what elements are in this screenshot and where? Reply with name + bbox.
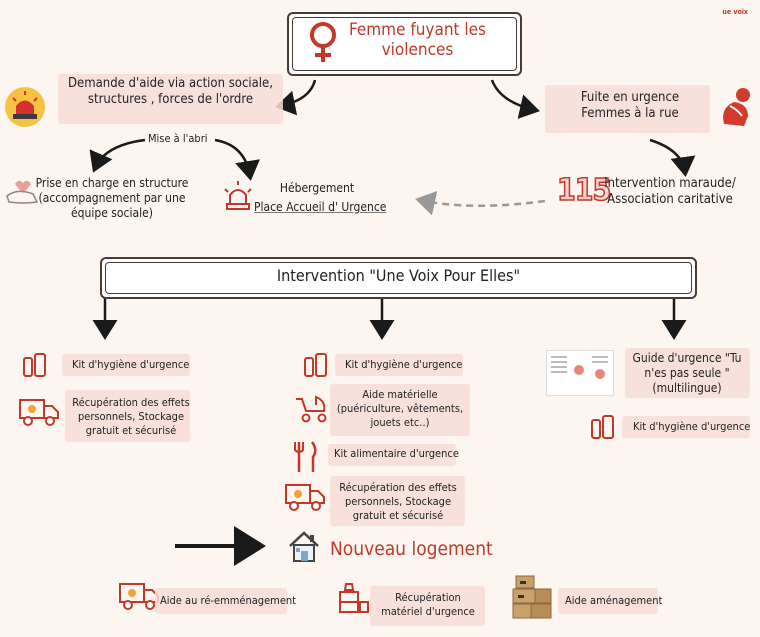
right-kit-wash: [622, 416, 750, 438]
delivery-truck-icon: [285, 484, 325, 511]
guide-brochure-icon: [546, 350, 614, 396]
center-materielle-text: Aide matérielle (puériculture, vêtements…: [336, 388, 464, 429]
number-115: 115: [556, 172, 612, 209]
stroller-icon: [296, 395, 327, 423]
brand-text: ue voix: [722, 8, 748, 16]
intervention-title: Intervention "Une Voix Pour Elles": [276, 266, 521, 285]
hygiene-kit-icon: [304, 353, 327, 377]
center-recup-text: Récupération des effets personnels, Stoc…: [339, 481, 457, 522]
flight-wash: [545, 85, 710, 133]
right-guide-text: Guide d'urgence "Tu n'es pas seule " (mu…: [632, 351, 742, 395]
left-kit-text: Kit d'hygiène d'urgence: [72, 358, 190, 371]
alarm-light-icon: [224, 181, 252, 210]
hebergement-text: Hébergement: [279, 181, 355, 195]
center-materielle-wash: [330, 384, 470, 436]
delivery-truck-icon: [119, 583, 159, 610]
bottom-amen-wash: [558, 588, 658, 614]
center-kit-text: Kit d'hygiène d'urgence: [345, 358, 463, 371]
center-kit-wash: [335, 354, 463, 376]
pau-text: Place Accueil d' Urgence: [254, 200, 387, 214]
right-guide-wash: [625, 348, 750, 398]
bottom-recup-text: Récupération matériel d'urgence: [381, 591, 475, 618]
logement-title: Nouveau logement: [330, 538, 493, 560]
house-icon: [289, 531, 319, 562]
intervention-frame: [100, 257, 697, 299]
left-kit-wash: [62, 354, 190, 376]
distressed-person-icon: [723, 88, 750, 126]
hygiene-kit-icon: [591, 415, 614, 439]
fork-knife-icon: [294, 441, 317, 472]
bottom-reem-text: Aide au ré-emménagement: [160, 594, 297, 607]
request-text: Demande d'aide via action sociale, struc…: [68, 76, 273, 107]
hygiene-kit-icon: [23, 353, 46, 377]
siren-icon: [5, 87, 45, 127]
female-symbol-icon: [310, 22, 336, 62]
bottom-reem-wash: [155, 588, 287, 614]
care-hands-icon: [6, 180, 39, 204]
care-text: Prise en charge en structure (accompagne…: [35, 176, 189, 220]
top-title: Femme fuyant les violences: [348, 20, 487, 61]
shelter-label: Mise à l'abri: [148, 132, 208, 145]
furniture-icon: [339, 583, 369, 613]
boxes-icon: [512, 575, 552, 619]
bottom-recup-wash: [370, 586, 485, 626]
maraude-text: Intervention maraude/ Association carita…: [604, 176, 736, 208]
request-wash: [58, 74, 283, 124]
left-recup-wash: [65, 390, 190, 442]
left-recup-text: Récupération des effets personnels, Stoc…: [72, 396, 190, 437]
flight-text: Fuite en urgence Femmes à la rue: [580, 90, 680, 121]
delivery-truck-icon: [19, 399, 59, 426]
bottom-amen-text: Aide aménagement: [565, 594, 663, 607]
center-alim-text: Kit alimentaire d'urgence: [334, 447, 459, 460]
center-recup-wash: [330, 476, 465, 526]
center-alim-wash: [328, 444, 456, 466]
right-kit-text: Kit d'hygiène d'urgence: [633, 420, 751, 433]
brand-logo: ue voix: [722, 8, 748, 16]
